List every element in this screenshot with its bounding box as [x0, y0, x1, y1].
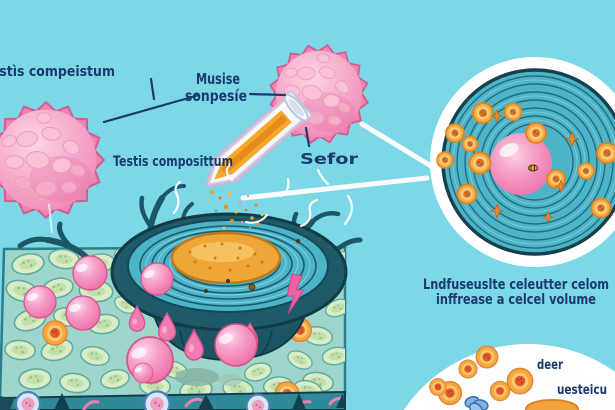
- dark-specks: [204, 239, 300, 293]
- label-top-middle-1: Musise: [196, 70, 240, 88]
- inset-bottom-circle: deer uesteicu: [403, 344, 615, 410]
- inset-bottom-label-1: deer: [537, 358, 563, 373]
- leader-middle-right: [248, 92, 287, 97]
- bee-speck: [528, 164, 538, 172]
- front-face-spikes: [54, 393, 345, 410]
- label-top-left-cell: ístìs compeistum: [0, 64, 115, 80]
- leader-tube: [304, 126, 311, 148]
- leader-middle-left: [102, 93, 201, 124]
- tissue-cells: [3, 247, 345, 399]
- caption-right-line-2: inffrease a celcel volume: [436, 292, 596, 308]
- inset-bottom-label-2: uesteicu: [557, 382, 607, 398]
- pink-bolt: [286, 273, 305, 315]
- blue-cell-cluster: [464, 395, 489, 410]
- magnifier-callout-lines: [240, 121, 434, 201]
- block-front-face: [0, 390, 346, 410]
- inset-bottom-cells: [429, 345, 579, 410]
- leader-lines: [102, 77, 311, 148]
- orange-mass: [170, 231, 282, 285]
- energy-squiggles: [172, 161, 353, 228]
- orange-blob: [525, 399, 579, 410]
- label-tube: Sefor: [300, 150, 359, 168]
- spiky-cell-left: [0, 101, 105, 234]
- caption-right-line-1: Lndfuseuslte celeutter celom: [423, 277, 609, 293]
- particle-spray: [206, 190, 264, 230]
- nucleus: [490, 133, 552, 195]
- leader-top-left: [149, 77, 156, 101]
- test-tube: [205, 91, 312, 188]
- organelle-bits: [490, 109, 580, 223]
- label-top-middle-2: sonpesíe: [185, 87, 247, 105]
- label-center: Testis composittum: [113, 154, 233, 170]
- inset-cell-circle: [430, 57, 615, 267]
